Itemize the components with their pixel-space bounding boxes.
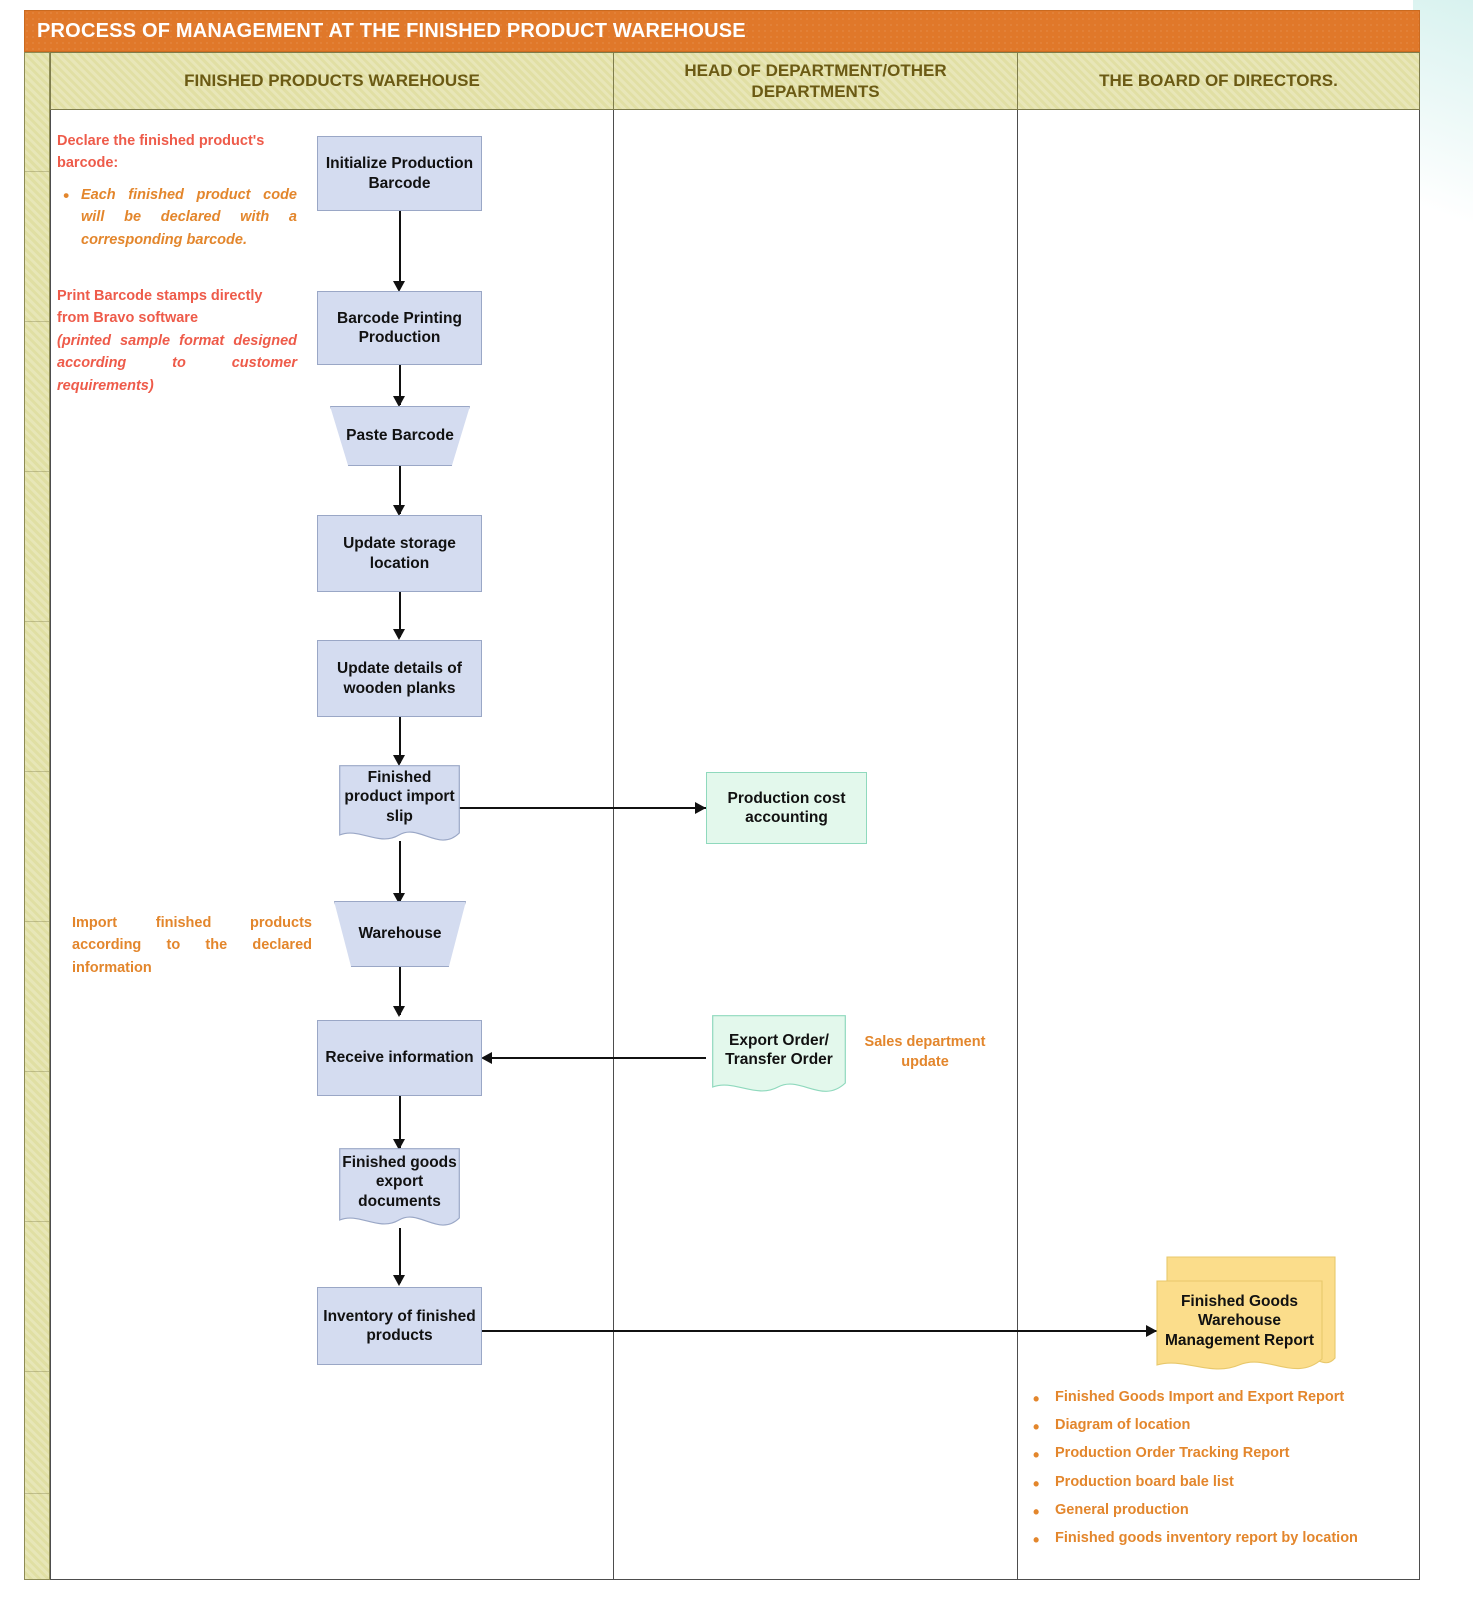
note-declare-bullet: Each finished product code will be decla… — [57, 183, 297, 251]
lane-header-warehouse-label: FINISHED PRODUCTS WAREHOUSE — [184, 71, 480, 91]
node-finished-goods-warehouse-management-report-label: Finished Goods Warehouse Management Repo… — [1165, 1292, 1314, 1349]
node-production-cost-accounting[interactable]: Production cost accounting — [706, 772, 867, 844]
report-list-item: Finished Goods Import and Export Report — [1025, 1385, 1415, 1414]
node-warehouse-label: Warehouse — [358, 925, 442, 943]
note-print-sub: (printed sample format designed accordin… — [57, 332, 297, 394]
lane-header-department: HEAD OF DEPARTMENT/OTHER DEPARTMENTS — [613, 52, 1018, 110]
node-finished-product-import-slip[interactable]: Finished product import slip — [339, 765, 460, 850]
report-list-item: Production Order Tracking Report — [1025, 1441, 1415, 1470]
node-initialize-production-barcode-label: Initialize Production Barcode — [325, 155, 474, 192]
arrowhead-5 — [393, 755, 405, 766]
node-export-transfer-order[interactable]: Export Order/ Transfer Order — [712, 1015, 846, 1103]
note-print-barcode: Print Barcode stamps directly from Bravo… — [57, 285, 297, 397]
connector-inventory-to-report — [482, 1330, 1157, 1332]
lane-header-department-label: HEAD OF DEPARTMENT/OTHER DEPARTMENTS — [684, 60, 947, 101]
lane-header-warehouse: FINISHED PRODUCTS WAREHOUSE — [50, 52, 614, 110]
left-rail — [24, 52, 50, 1580]
arrowhead-2 — [393, 396, 405, 407]
report-list-item: Finished goods inventory report by locat… — [1025, 1526, 1415, 1555]
connector-1 — [399, 211, 401, 286]
node-paste-barcode-label: Paste Barcode — [346, 427, 454, 445]
note-declare-heading: Declare the finished product's barcode: — [57, 133, 265, 172]
node-receive-information-label: Receive information — [325, 1049, 474, 1067]
connector-9 — [399, 1228, 401, 1283]
connector-2 — [399, 365, 401, 405]
node-barcode-printing-production[interactable]: Barcode Printing Production — [317, 291, 482, 365]
node-finished-product-import-slip-label: Finished product import slip — [344, 768, 455, 825]
arrowhead-8 — [393, 1139, 405, 1150]
node-production-cost-accounting-label: Production cost accounting — [727, 789, 846, 826]
arrowhead-4 — [393, 629, 405, 640]
node-initialize-production-barcode[interactable]: Initialize Production Barcode — [317, 136, 482, 211]
diagram-title-bar: PROCESS OF MANAGEMENT AT THE FINISHED PR… — [24, 10, 1420, 52]
report-list-item: Diagram of location — [1025, 1413, 1415, 1442]
lane-header-board-label: THE BOARD OF DIRECTORS. — [1099, 71, 1338, 91]
note-declare-barcode: Declare the finished product's barcode: … — [57, 130, 297, 251]
report-list-item: Production board bale list — [1025, 1470, 1415, 1499]
node-inventory-finished-products[interactable]: Inventory of finished products — [317, 1287, 482, 1365]
node-update-details-wooden-planks-label: Update details of wooden planks — [337, 660, 462, 697]
node-export-transfer-order-label: Export Order/ Transfer Order — [725, 1031, 833, 1068]
arrowhead-9 — [393, 1275, 405, 1286]
arrowhead-report — [1146, 1325, 1157, 1337]
node-update-storage-location[interactable]: Update storage location — [317, 515, 482, 592]
connector-4 — [399, 592, 401, 637]
connector-6 — [399, 841, 401, 901]
connector-slip-to-cost — [457, 807, 707, 809]
page-title: PROCESS OF MANAGEMENT AT THE FINISHED PR… — [37, 20, 746, 42]
connector-8 — [399, 1096, 401, 1148]
arrowhead-3 — [393, 505, 405, 516]
node-finished-goods-warehouse-management-report[interactable]: Finished Goods Warehouse Management Repo… — [1155, 1255, 1337, 1385]
node-paste-barcode[interactable]: Paste Barcode — [330, 406, 470, 466]
connector-order-to-receive — [490, 1057, 706, 1059]
node-finished-goods-export-documents[interactable]: Finished goods export documents — [339, 1148, 460, 1236]
corner-gradient — [1413, 0, 1473, 300]
node-receive-information[interactable]: Receive information — [317, 1020, 482, 1096]
arrowhead-receive — [481, 1052, 492, 1064]
arrowhead-cost — [695, 802, 706, 814]
note-import-finished: Import finished products according to th… — [72, 915, 312, 976]
note-sales-update: Sales department update — [864, 1034, 986, 1070]
report-list-item: General production — [1025, 1498, 1415, 1527]
note-print-heading: Print Barcode stamps directly from Bravo… — [57, 288, 263, 327]
arrowhead-7 — [393, 1006, 405, 1017]
node-finished-goods-export-documents-label: Finished goods export documents — [342, 1153, 457, 1210]
lane-body-department — [613, 110, 1018, 1580]
node-warehouse[interactable]: Warehouse — [334, 901, 466, 967]
connector-3 — [399, 466, 401, 514]
arrowhead-1 — [393, 281, 405, 292]
node-barcode-printing-production-label: Barcode Printing Production — [337, 309, 462, 346]
arrowhead-6 — [393, 893, 405, 904]
lane-header-board: THE BOARD OF DIRECTORS. — [1017, 52, 1420, 110]
node-update-storage-location-label: Update storage location — [343, 535, 456, 572]
node-inventory-finished-products-label: Inventory of finished products — [323, 1307, 476, 1344]
report-list: Finished Goods Import and Export Report … — [1025, 1385, 1415, 1555]
connector-7 — [399, 967, 401, 1015]
node-update-details-wooden-planks[interactable]: Update details of wooden planks — [317, 640, 482, 717]
connector-5 — [399, 717, 401, 763]
